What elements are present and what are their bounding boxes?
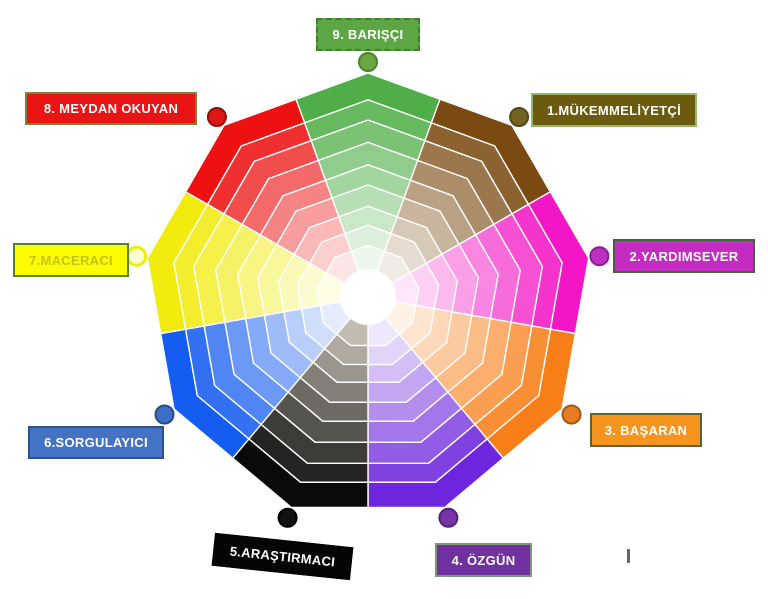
sector-label-sorgulayici[interactable]: 6.SORGULAYICI	[28, 426, 164, 459]
sector-vertex-dot	[206, 107, 227, 127]
sector-label-mukemmeliyetci[interactable]: 1.MÜKEMMELİYETÇİ	[531, 93, 697, 127]
sector-label-yardimsever[interactable]: 2.YARDIMSEVER	[613, 239, 755, 273]
sector-label-maceraci[interactable]: 7.MACERACI	[13, 243, 129, 277]
sector-vertex-dot	[154, 404, 175, 425]
sector-vertex-dot	[561, 404, 582, 425]
sector-vertex-dot	[358, 52, 378, 72]
sector-vertex-dot	[509, 107, 530, 127]
sector-label-basaran[interactable]: 3. BAŞARAN	[590, 413, 702, 447]
sector-label-barisci[interactable]: 9. BARIŞÇI	[316, 18, 420, 51]
sector-label-meydan-okuyan[interactable]: 8. MEYDAN OKUYAN	[25, 92, 197, 125]
sector-vertex-dot	[589, 246, 610, 267]
wheel-center-circle	[340, 269, 396, 325]
stray-text-cursor-mark	[627, 549, 630, 563]
sector-label-ozgun[interactable]: 4. ÖZGÜN	[435, 543, 532, 577]
sector-vertex-dot	[277, 507, 298, 528]
sector-vertex-dot	[438, 507, 459, 528]
sector-vertex-dot	[126, 245, 148, 267]
